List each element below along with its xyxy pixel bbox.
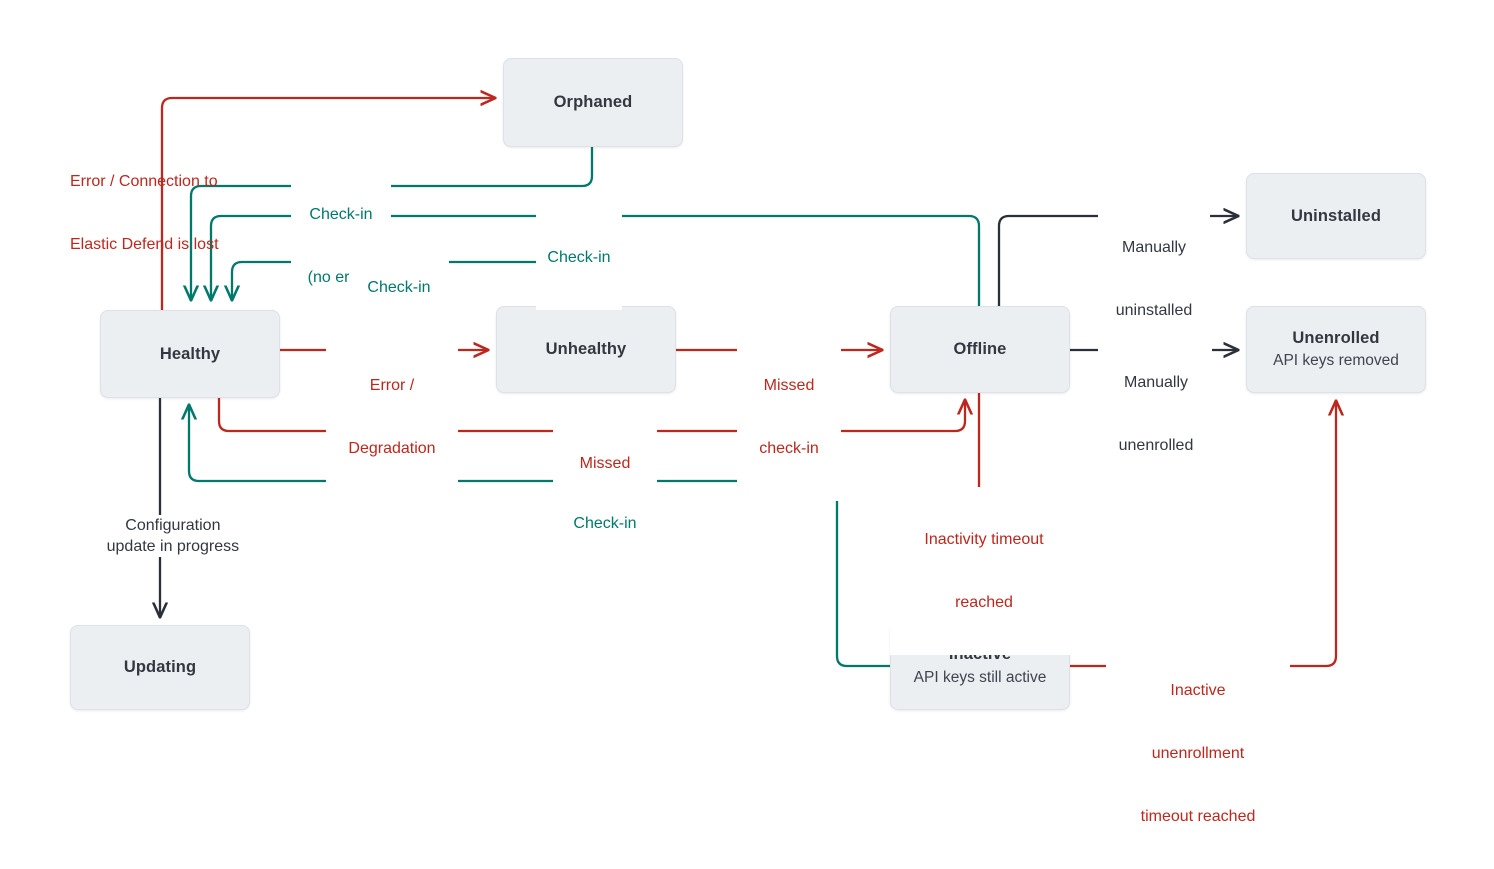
edge-label-error-degradation: Error / Degradation — [326, 333, 458, 501]
node-offline[interactable]: Offline — [890, 306, 1070, 393]
node-healthy[interactable]: Healthy — [100, 310, 280, 398]
edge-label-manually-unenrolled: Manually unenrolled — [1100, 330, 1212, 498]
edge-healthy-to-orphaned — [160, 98, 495, 312]
edge-orphaned-to-healthy — [191, 147, 594, 300]
edge-label-checkin-no-error-top-line1: Check-in — [309, 206, 373, 223]
node-unhealthy-title: Unhealthy — [545, 340, 627, 359]
node-unenrolled-subtitle: API keys removed — [1273, 352, 1399, 370]
edge-inactive-to-unenrolled — [1070, 401, 1336, 668]
edge-label-inactive-unenrollment-timeout-line3: timeout reached — [1140, 808, 1256, 825]
edge-label-inactivity-timeout: Inactivity timeout reached — [890, 487, 1078, 655]
edge-label-configuration-update: Configuration update in progress — [72, 494, 256, 578]
edge-label-error-degradation-line1: Error / — [369, 377, 415, 394]
edge-label-manually-uninstalled-line2: uninstalled — [1115, 302, 1193, 319]
node-updating-title: Updating — [123, 658, 197, 677]
edge-offline-to-uninstalled — [997, 216, 1238, 306]
edge-label-inactivity-timeout-line2: reached — [955, 594, 1013, 611]
node-healthy-title: Healthy — [159, 344, 221, 363]
edge-label-checkin-inactive: Check-in — [560, 471, 650, 576]
edge-label-missed-checkin-unhealthy-line2: check-in — [759, 440, 819, 457]
edge-label-error-connection-lost: Error / Connection to Elastic Defend is … — [66, 129, 223, 297]
edge-label-error-degradation-line2: Degradation — [348, 440, 436, 457]
node-updating[interactable]: Updating — [70, 625, 250, 710]
node-unenrolled[interactable]: Unenrolled API keys removed — [1246, 306, 1426, 393]
edge-label-missed-checkin-healthy-line1: Missed — [579, 455, 631, 472]
edge-label-checkin-inactive-text: Check-in — [573, 515, 637, 532]
edge-label-inactive-unenrollment-timeout-line2: unenrollment — [1151, 745, 1245, 762]
edge-label-error-connection-lost-line1: Error / Connection to — [70, 173, 218, 190]
edge-label-inactive-unenrollment-timeout-line1: Inactive — [1170, 682, 1226, 699]
edge-label-error-connection-lost-line2: Elastic Defend is lost — [70, 236, 219, 253]
node-orphaned[interactable]: Orphaned — [503, 58, 683, 147]
edge-label-configuration-update-line1: Configuration — [122, 515, 224, 536]
edge-label-manually-unenrolled-line1: Manually — [1123, 374, 1189, 391]
edge-label-inactivity-timeout-line1: Inactivity timeout — [924, 531, 1044, 548]
edge-label-checkin-offline: Check-in — [536, 205, 622, 310]
edge-label-checkin-offline-text: Check-in — [547, 249, 611, 266]
edge-label-manually-uninstalled-line1: Manually — [1121, 239, 1187, 256]
node-uninstalled-title: Uninstalled — [1290, 206, 1382, 225]
edge-label-missed-checkin-unhealthy-line1: Missed — [763, 377, 815, 394]
state-diagram: Orphaned Healthy Unhealthy Offline Unins… — [66, 58, 1426, 825]
edge-label-inactive-unenrollment-timeout: Inactive unenrollment timeout reached — [1106, 638, 1290, 869]
edge-label-missed-checkin-unhealthy: Missed check-in — [737, 333, 841, 501]
node-inactive-subtitle: API keys still active — [913, 668, 1047, 686]
node-uninstalled[interactable]: Uninstalled — [1246, 173, 1426, 259]
edge-label-manually-unenrolled-line2: unenrolled — [1118, 437, 1194, 454]
node-unenrolled-title: Unenrolled — [1292, 328, 1380, 347]
node-orphaned-title: Orphaned — [553, 93, 633, 112]
edge-label-configuration-update-line2: update in progress — [103, 536, 243, 557]
node-offline-title: Offline — [953, 340, 1007, 359]
node-unhealthy[interactable]: Unhealthy — [496, 306, 676, 393]
edge-label-checkin-no-error-unhealthy-line1: Check-in — [367, 279, 431, 296]
